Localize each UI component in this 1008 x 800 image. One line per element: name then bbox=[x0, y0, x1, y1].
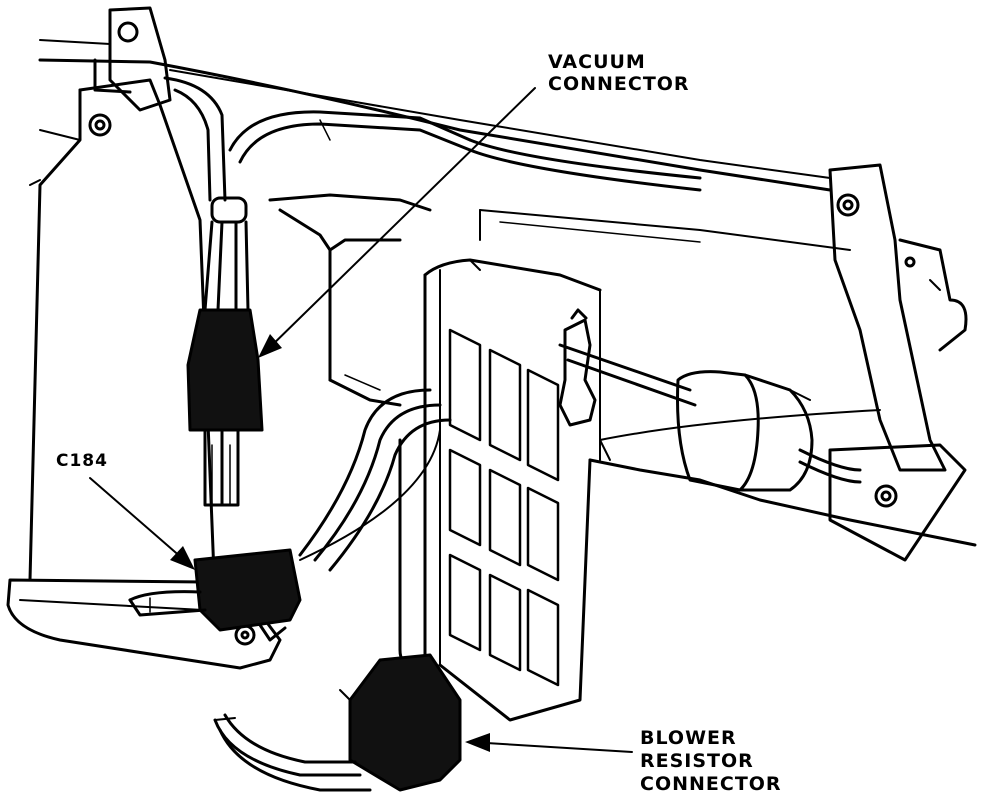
blower-resistor-connector-label-line1: BLOWER bbox=[640, 727, 737, 749]
center-duct bbox=[268, 193, 432, 407]
blower-arrowhead bbox=[465, 733, 490, 752]
vacuum-connector-label: VACUUM CONNECTOR bbox=[548, 51, 690, 96]
right-bracket bbox=[828, 163, 968, 562]
top-bracket bbox=[93, 6, 172, 112]
housing-grille bbox=[448, 328, 560, 687]
vacuum-connector bbox=[186, 308, 264, 507]
c184-arrowhead bbox=[170, 546, 195, 570]
vacuum-connector-label-line2: CONNECTOR bbox=[548, 72, 690, 95]
blower-resistor-connector-label-line2: RESISTOR bbox=[640, 750, 754, 773]
right-panel bbox=[479, 209, 977, 547]
vacuum-leader bbox=[261, 87, 536, 356]
vacuum-arrowhead bbox=[258, 334, 282, 358]
blower-resistor-connector bbox=[213, 653, 462, 792]
vacuum-connector-label-line1: VACUUM bbox=[548, 51, 646, 73]
c184-leader bbox=[89, 477, 191, 566]
vacuum-actuator bbox=[558, 308, 862, 492]
blower-resistor-connector-label: BLOWER RESISTOR CONNECTOR bbox=[640, 727, 782, 797]
blower-leader bbox=[469, 741, 633, 753]
arrowheads bbox=[170, 334, 490, 752]
leader-lines bbox=[89, 87, 633, 753]
c184-wiring bbox=[128, 388, 452, 642]
left-housing bbox=[28, 78, 217, 602]
blower-resistor-connector-label-line3: CONNECTOR bbox=[640, 773, 782, 796]
c184-label: C184 bbox=[56, 451, 108, 471]
vacuum-hoses bbox=[163, 76, 702, 312]
